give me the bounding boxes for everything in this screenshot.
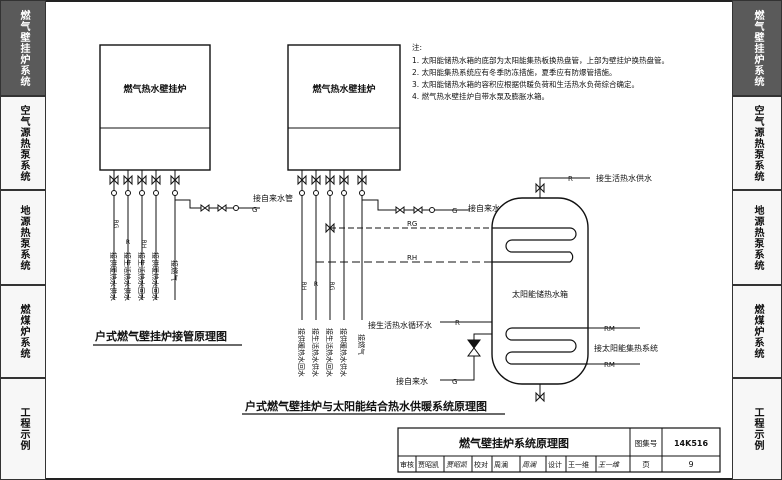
tab-label: 燃气壁挂炉系统: [752, 9, 763, 87]
tab-5[interactable]: 工程示例: [0, 378, 46, 480]
review-label: 审核: [400, 460, 414, 469]
boiler-1-pipes: [113, 170, 260, 300]
rm-mark-1: RM: [604, 325, 615, 333]
note-2: 2. 太阳能集热系统应有冬季防冻措施，夏季应有防爆管措施。: [412, 67, 617, 77]
tab-3[interactable]: 地源热泵系统: [732, 190, 782, 285]
atlas-label: 图集号: [635, 438, 658, 448]
svg-text:R: R: [126, 239, 130, 246]
check-valve: [467, 339, 481, 357]
designer-signature: 王一维: [598, 461, 620, 469]
tab-label: 工程示例: [752, 407, 763, 451]
drawing-title: 燃气壁挂炉系统原理图: [458, 436, 569, 450]
boiler-coil: [492, 227, 577, 263]
boiler-1-body: [99, 44, 211, 171]
tab-4[interactable]: 燃煤炉系统: [0, 285, 46, 378]
svg-text:接供暖热水供水: 接供暖热水供水: [339, 328, 348, 377]
rm-lines: [588, 327, 640, 365]
svg-text:接燃气: 接燃气: [170, 260, 179, 281]
svg-text:RG: RG: [112, 220, 119, 229]
reviewer: 贾昭凯: [418, 460, 439, 469]
boiler-1-valves: [109, 175, 239, 212]
svg-text:R: R: [314, 281, 318, 288]
d1-pipe-marks: RG R RH: [112, 220, 147, 249]
boiler-2: 燃气热水壁挂炉: [287, 44, 401, 171]
d2-g-mark: G: [452, 207, 457, 215]
d1-cold-water-label: 接自来水管: [253, 193, 293, 203]
tab-label: 工程示例: [18, 407, 29, 451]
svg-text:RG: RG: [328, 282, 335, 291]
tank-hot-supply-label: 接生活热水供水: [596, 173, 652, 183]
tab-label: 燃煤炉系统: [752, 304, 763, 359]
d2-title: 户式燃气壁挂炉与太阳能结合热水供暖系统原理图: [245, 399, 487, 413]
tab-label: 空气源热泵系统: [18, 104, 29, 182]
tab-2[interactable]: 空气源热泵系统: [732, 96, 782, 190]
tab-label: 地源热泵系统: [752, 204, 763, 271]
tab-3[interactable]: 地源热泵系统: [0, 190, 46, 285]
d2-r-mark-2: R: [455, 319, 460, 327]
checker-signature: 周澜: [522, 461, 537, 469]
note-1: 1. 太阳能储热水箱的底部为太阳能集热板换热盘管，上部为壁挂炉换热盘管。: [412, 55, 669, 65]
tank-cold-inlet: [440, 333, 541, 398]
checker: 周澜: [494, 460, 508, 469]
d1-title: 户式燃气壁挂炉接管原理图: [95, 329, 227, 343]
solar-coil: [505, 327, 588, 365]
tab-label: 地源热泵系统: [18, 204, 29, 271]
svg-text:接供暖热水回水: 接供暖热水回水: [297, 328, 306, 377]
d2-cold-water-label: 接自来水: [468, 203, 500, 213]
atlas-no: 14K516: [674, 439, 708, 448]
d2-g-mark-2: G: [452, 378, 457, 386]
rm-mark-2: RM: [604, 361, 615, 369]
tab-1[interactable]: 燃气壁挂炉系统: [732, 0, 782, 96]
d1-g-mark: G: [252, 206, 257, 214]
boiler-2-body: [287, 44, 401, 171]
title-block: [397, 427, 721, 473]
svg-text:接生活热水回水: 接生活热水回水: [325, 328, 334, 377]
reviewer-signature: 贾昭凯: [446, 461, 468, 469]
solar-label: 接太阳能集热系统: [594, 343, 658, 353]
svg-text:RH: RH: [140, 240, 147, 249]
tank-label: 太阳能储热水箱: [512, 289, 568, 299]
d2-r-mark: R: [568, 175, 573, 183]
notes-heading: 注:: [412, 42, 422, 52]
boiler-1-label: 燃气热水壁挂炉: [123, 83, 186, 95]
svg-text:接供暖热水供水: 接供暖热水供水: [109, 252, 118, 301]
svg-text:接生活热水供水: 接生活热水供水: [123, 252, 132, 301]
solar-tank: 太阳能储热水箱: [491, 197, 589, 385]
boiler-1: 燃气热水壁挂炉: [99, 44, 211, 171]
svg-text:接燃气: 接燃气: [357, 334, 366, 355]
boiler-2-valves: [297, 175, 435, 233]
tab-1[interactable]: 燃气壁挂炉系统: [0, 0, 46, 96]
d1-vertical-labels: 接供暖热水供水 接生活热水供水 接生活热水回水 接供暖热水回水 接燃气: [109, 252, 179, 301]
d2-rg-mark: RG: [407, 220, 417, 228]
note-3: 3. 太阳能储热水箱的容积应根据供暖负荷和生活热水负荷综合确定。: [412, 79, 639, 89]
boiler-2-label: 燃气热水壁挂炉: [312, 83, 375, 95]
design-label: 设计: [548, 460, 562, 469]
note-4: 4. 燃气热水壁挂炉自带水泵及膨胀水箱。: [412, 91, 549, 101]
tab-2[interactable]: 空气源热泵系统: [0, 96, 46, 190]
d2-rg-rh-lines: [316, 227, 492, 263]
svg-text:接生活热水供水: 接生活热水供水: [311, 328, 320, 377]
svg-text:接生活热水回水: 接生活热水回水: [137, 252, 146, 301]
page-label: 页: [642, 460, 650, 469]
notes: 注: 1. 太阳能储热水箱的底部为太阳能集热板换热盘管，上部为壁挂炉换热盘管。 …: [412, 42, 669, 101]
tab-label: 空气源热泵系统: [752, 104, 763, 182]
circ-label: 接生活热水循环水: [368, 320, 432, 330]
d2-pipe-marks: RH R RG: [300, 281, 335, 291]
tab-4[interactable]: 燃煤炉系统: [732, 285, 782, 378]
d2-vertical-labels: 接供暖热水回水 接生活热水供水 接生活热水回水 接供暖热水供水 接燃气: [297, 328, 366, 377]
tab-label: 燃煤炉系统: [18, 304, 29, 359]
svg-text:RH: RH: [300, 282, 307, 291]
page-no: 9: [688, 460, 693, 469]
bottom-cold-label: 接自来水: [396, 376, 428, 386]
check-label: 校对: [474, 460, 488, 469]
tank-hot-supply: [539, 177, 590, 198]
designer: 王一维: [568, 460, 589, 469]
d2-rh-mark: RH: [407, 254, 417, 262]
tab-label: 燃气壁挂炉系统: [18, 9, 29, 87]
svg-text:接供暖热水回水: 接供暖热水回水: [151, 252, 160, 301]
